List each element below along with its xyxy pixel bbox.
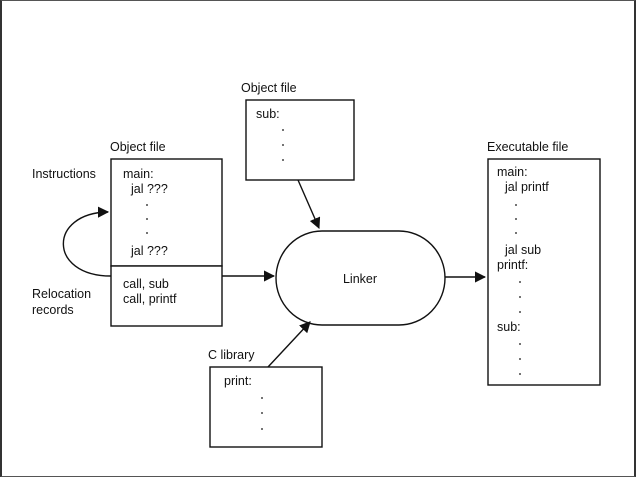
c-library-dots [261, 397, 263, 430]
object-file-top-sub-label: sub: [256, 107, 280, 121]
c-library-to-linker-arrow [267, 321, 311, 368]
exec-jal-printf: jal printf [504, 180, 549, 194]
object-file-left-relocation-box [110, 265, 223, 327]
relocation-label-line1: Relocation [32, 287, 91, 301]
instructions-label: Instructions [32, 167, 96, 181]
c-library-print-label: print: [224, 374, 252, 388]
exec-printf-label: printf: [497, 258, 528, 272]
left-main-label: main: [123, 167, 154, 181]
object-file-top-to-linker-arrow [297, 179, 321, 230]
object-file-left-instructions-box [110, 158, 223, 267]
executable-file-title: Executable file [487, 140, 568, 154]
exec-dots-group-2 [519, 281, 521, 313]
left-instruction-dots [146, 204, 148, 234]
object-file-top-title: Object file [241, 81, 297, 95]
relocation-to-instruction-arrow [62, 206, 112, 277]
exec-jal-sub: jal sub [504, 243, 541, 257]
relocation-label-line2: records [32, 303, 74, 317]
c-library-title: C library [208, 348, 255, 362]
c-library-box [209, 366, 323, 448]
left-relocation-call-printf: call, printf [123, 292, 177, 306]
exec-sub-label: sub: [497, 320, 521, 334]
linker-shape [275, 230, 446, 326]
exec-dots-group-3 [519, 343, 521, 375]
left-relocation-call-sub: call, sub [123, 277, 169, 291]
linker-label: Linker [343, 272, 377, 286]
executable-file-box [487, 158, 601, 386]
object-file-top-dots [282, 129, 284, 161]
object-file-left-title: Object file [110, 140, 166, 154]
left-jal-2: jal ??? [130, 244, 168, 258]
exec-main-label: main: [497, 165, 528, 179]
exec-dots-group-1 [515, 204, 517, 234]
object-file-top-box [245, 99, 355, 181]
left-jal-1: jal ??? [130, 182, 168, 196]
